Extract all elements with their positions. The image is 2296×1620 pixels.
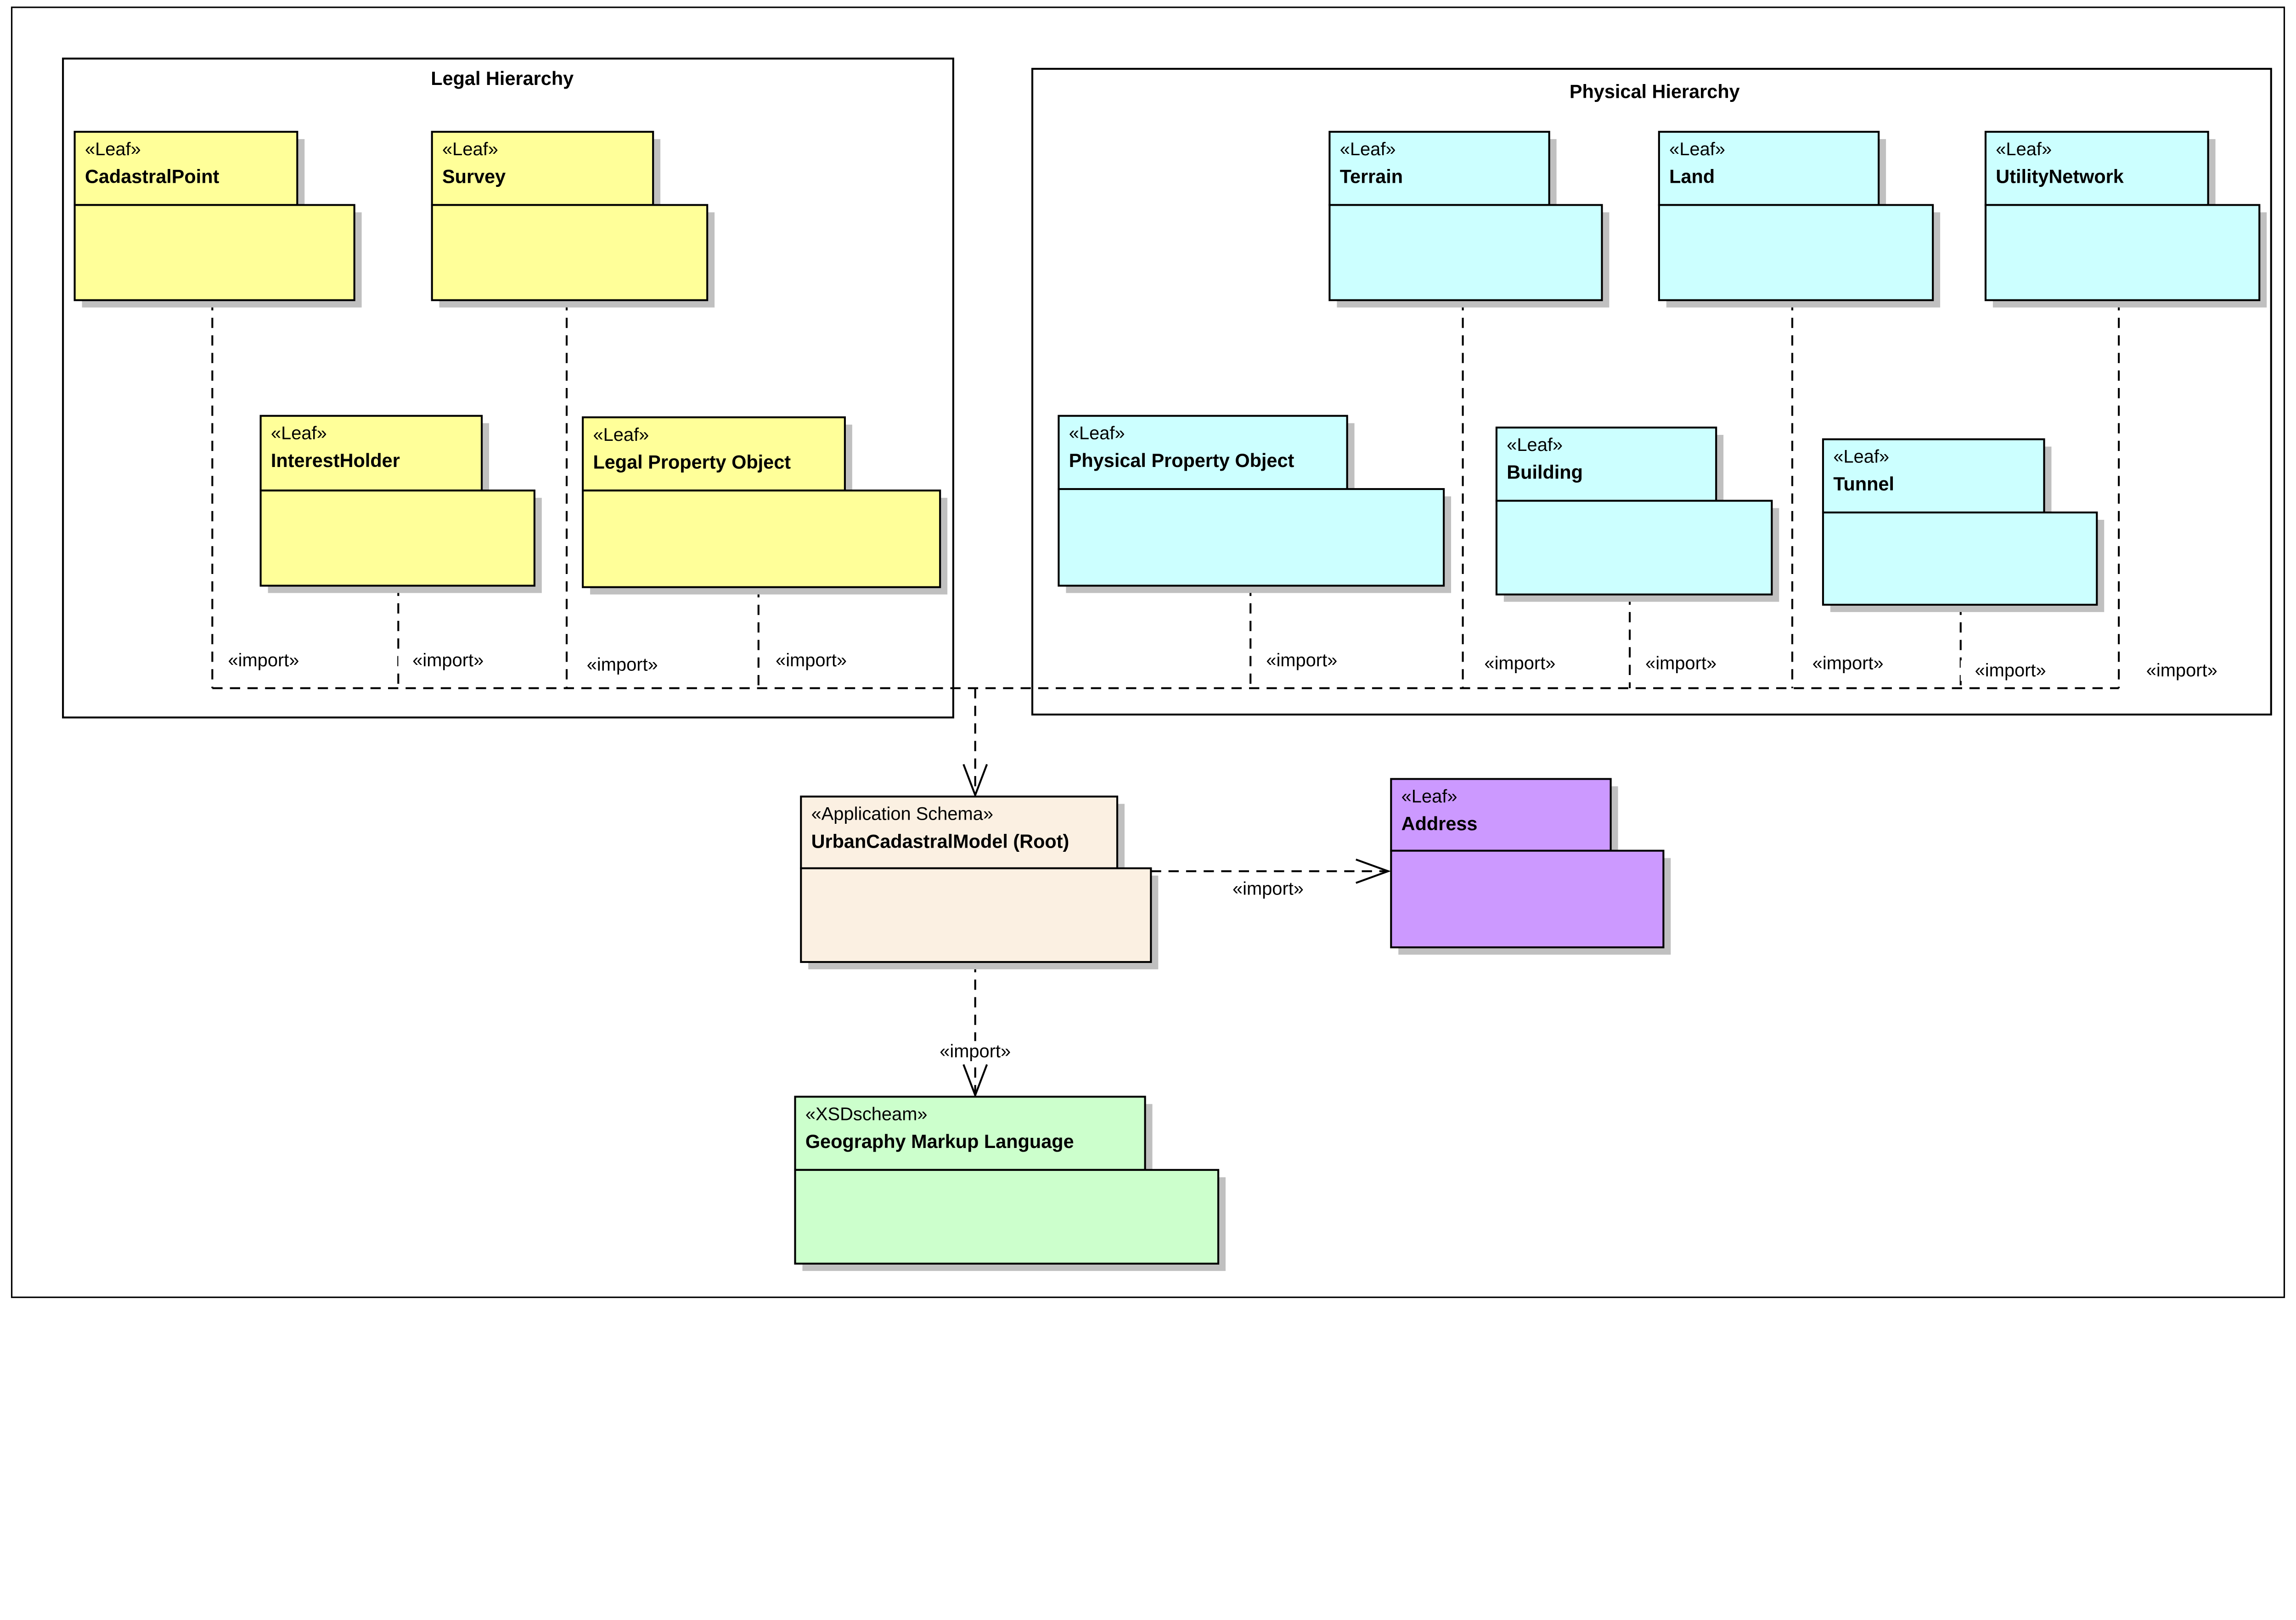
package-name: Address [1401, 813, 1478, 834]
package-name: UtilityNetwork [1996, 166, 2124, 187]
package-survey[interactable]: «Leaf» Survey [431, 130, 715, 308]
arrowhead-icon [962, 1064, 988, 1098]
package-name: UrbanCadastralModel (Root) [811, 830, 1069, 852]
package-land[interactable]: «Leaf» Land [1658, 130, 1941, 308]
package-name: CadastralPoint [85, 166, 219, 187]
import-label: «import» [228, 650, 299, 670]
import-label: «import» [1645, 653, 1716, 673]
package-stereotype: «Leaf» [271, 423, 327, 444]
package-stereotype: «Leaf» [1401, 786, 1458, 806]
package-gml[interactable]: «XSDscheam» Geography Markup Language [794, 1096, 1226, 1271]
arrowhead-icon [1356, 858, 1391, 884]
import-dependencies [211, 300, 2120, 1098]
package-name: Geography Markup Language [805, 1131, 1074, 1152]
package-name: InterestHolder [271, 450, 400, 471]
package-physical-property-object[interactable]: «Leaf» Physical Property Object [1058, 415, 1452, 593]
package-stereotype: «Leaf» [1833, 447, 1889, 467]
physical-hierarchy-title: Physical Hierarchy [1570, 81, 1740, 102]
import-label: «import» [412, 650, 484, 670]
diagram-frame [11, 6, 2285, 1298]
import-label: «import» [1266, 650, 1337, 670]
package-name: Terrain [1340, 166, 1403, 187]
package-stereotype: «Leaf» [1996, 139, 2052, 159]
package-name: Building [1507, 461, 1583, 483]
package-stereotype: «XSDscheam» [805, 1104, 928, 1124]
arrowhead-icon [962, 764, 988, 798]
package-name: Land [1669, 166, 1715, 187]
package-root[interactable]: «Application Schema» UrbanCadastralModel … [800, 795, 1159, 969]
import-label: «import» [1232, 878, 1304, 899]
package-name: Survey [442, 166, 506, 187]
import-label: «import» [1484, 653, 1555, 673]
package-name: Physical Property Object [1069, 450, 1294, 471]
import-label: «import» [1812, 653, 1884, 673]
import-labels: «import» «import» «import» «import» «import»… [214, 650, 2232, 1062]
packages: «Leaf» CadastralPoint «Leaf» Survey «Leaf» In… [73, 130, 2267, 1271]
import-label: «import» [587, 654, 658, 675]
package-stereotype: «Leaf» [593, 425, 649, 445]
package-tunnel[interactable]: «Leaf» Tunnel [1822, 438, 2105, 612]
package-stereotype: «Leaf» [85, 139, 141, 159]
package-cadastral-point[interactable]: «Leaf» CadastralPoint [73, 130, 362, 308]
package-legal-property-object[interactable]: «Leaf» Legal Property Object [582, 416, 948, 595]
package-stereotype: «Leaf» [1507, 435, 1563, 455]
legal-hierarchy-title: Legal Hierarchy [431, 68, 574, 89]
package-address[interactable]: «Leaf» Address [1390, 778, 1671, 955]
package-stereotype: «Leaf» [1669, 139, 1725, 159]
package-stereotype: «Leaf» [1340, 139, 1396, 159]
package-diagram: Legal Hierarchy Physical Hierarchy «Leaf… [11, 6, 2285, 1298]
package-name: Legal Property Object [593, 451, 791, 472]
legal-hierarchy-frame[interactable]: Legal Hierarchy [62, 57, 954, 719]
package-stereotype: «Application Schema» [811, 804, 993, 824]
physical-hierarchy-frame[interactable]: Physical Hierarchy [1031, 68, 2272, 716]
package-stereotype: «Leaf» [442, 139, 498, 159]
package-name: Tunnel [1833, 473, 1894, 495]
import-label: «import» [1975, 660, 2046, 681]
import-label: «import» [940, 1041, 1011, 1061]
import-label: «import» [2146, 660, 2217, 681]
package-stereotype: «Leaf» [1069, 423, 1125, 444]
package-building[interactable]: «Leaf» Building [1495, 427, 1779, 602]
package-terrain[interactable]: «Leaf» Terrain [1328, 130, 1609, 308]
package-interest-holder[interactable]: «Leaf» InterestHolder [259, 415, 542, 593]
package-utility-network[interactable]: «Leaf» UtilityNetwork [1984, 130, 2267, 308]
import-label: «import» [776, 650, 847, 670]
